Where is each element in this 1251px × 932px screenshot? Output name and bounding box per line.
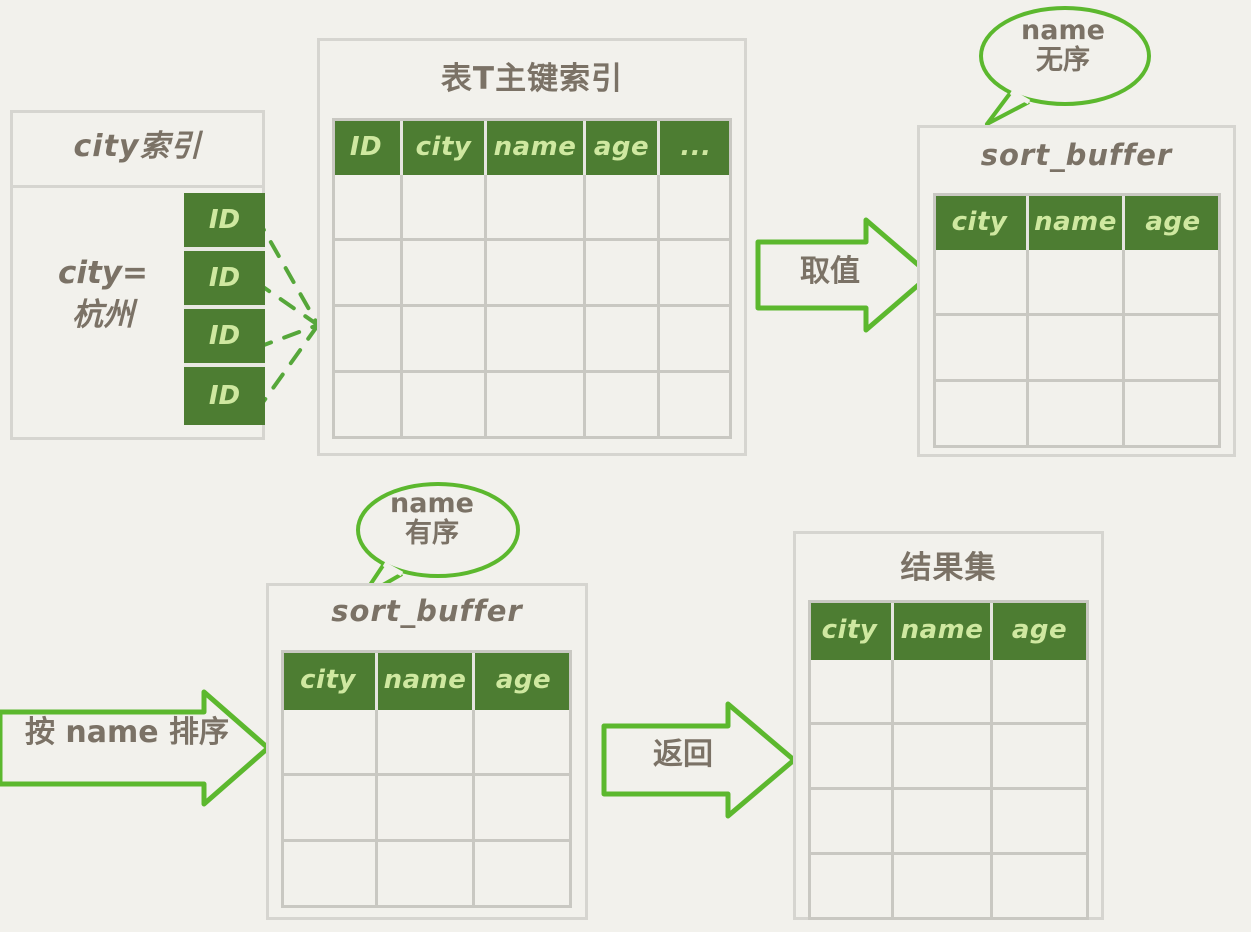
arrow-fetch-label: 取值 xyxy=(800,254,860,289)
result-set-cell xyxy=(808,660,894,725)
callout-name-ordered-text: name 有序 xyxy=(362,488,502,550)
table-t-cell xyxy=(487,307,586,373)
arrow-return xyxy=(600,700,800,820)
id-cell: ID xyxy=(184,309,265,367)
sort-buffer-top-grid: city name age xyxy=(933,193,1221,448)
table-t-cell xyxy=(332,241,403,307)
table-t-cell xyxy=(586,307,660,373)
table-t-cell xyxy=(586,175,660,241)
result-set-cell xyxy=(993,660,1086,725)
city-condition-line1: city= xyxy=(57,255,148,291)
callout-line1: name xyxy=(390,488,474,519)
id-cell: ID xyxy=(184,251,265,309)
arrow-sort-label: 按 name 排序 xyxy=(24,715,230,750)
callout-line2: 无序 xyxy=(1036,45,1090,77)
table-t-cell xyxy=(487,241,586,307)
result-set-cell xyxy=(808,855,894,920)
sort-buffer-bottom-cell xyxy=(378,842,475,908)
result-set-header-cell: city xyxy=(808,600,894,660)
table-t-header-cell: ... xyxy=(660,118,732,175)
sort-buffer-bottom-cell xyxy=(378,776,475,842)
arrow-fetch xyxy=(754,216,934,334)
table-t-cell xyxy=(487,175,586,241)
result-set-title: 结果集 xyxy=(900,550,997,586)
sort-buffer-bottom-cell xyxy=(281,842,378,908)
sort-buffer-bottom-cell xyxy=(281,776,378,842)
result-set-header-cell: age xyxy=(993,600,1086,660)
table-t-cell xyxy=(403,373,487,439)
sort-buffer-top-header-cell: city xyxy=(933,193,1029,250)
arrow-sort-by-name xyxy=(0,688,276,808)
result-set-cell xyxy=(894,725,993,790)
arrow-return-label: 返回 xyxy=(653,737,713,772)
city-index-panel: city索引 city= 杭州 ID ID ID ID xyxy=(10,110,265,440)
sort-buffer-bottom-cell xyxy=(281,710,378,776)
table-t-header-cell: ID xyxy=(332,118,403,175)
result-set-cell xyxy=(894,855,993,920)
callout-line1: name xyxy=(1021,15,1105,46)
table-t-cell xyxy=(487,373,586,439)
city-index-condition: city= 杭州 xyxy=(33,253,173,337)
table-t-cell xyxy=(403,307,487,373)
sort-buffer-top-cell xyxy=(933,250,1029,316)
table-t-grid: ID city name age ... xyxy=(332,118,732,439)
sort-buffer-bottom-cell xyxy=(475,842,572,908)
table-t-cell xyxy=(403,241,487,307)
table-t-cell xyxy=(660,373,732,439)
result-set-cell xyxy=(808,725,894,790)
table-t-cell xyxy=(332,307,403,373)
id-cell: ID xyxy=(184,367,265,425)
result-set-cell xyxy=(993,855,1086,920)
table-t-cell xyxy=(586,241,660,307)
result-set-header-cell: name xyxy=(894,600,993,660)
result-set-cell xyxy=(808,790,894,855)
table-t-cell xyxy=(660,175,732,241)
sort-buffer-top-header-cell: age xyxy=(1125,193,1221,250)
id-cell: ID xyxy=(184,193,265,251)
sort-buffer-bottom-title: sort_buffer xyxy=(331,594,523,628)
callout-name-unordered xyxy=(973,4,1151,129)
table-t-cell xyxy=(660,241,732,307)
table-t-cell xyxy=(332,373,403,439)
table-t-cell xyxy=(403,175,487,241)
sort-buffer-bottom-header-cell: age xyxy=(475,650,572,710)
callout-line2: 有序 xyxy=(405,518,459,550)
table-t-header-cell: name xyxy=(487,118,586,175)
sort-buffer-bottom-cell xyxy=(378,710,475,776)
sort-buffer-bottom-header-cell: city xyxy=(281,650,378,710)
sort-buffer-top-cell xyxy=(933,316,1029,382)
city-condition-line2: 杭州 xyxy=(72,296,134,333)
table-t-header-cell: age xyxy=(586,118,660,175)
table-t-title: 表T主键索引 xyxy=(440,61,624,97)
sort-buffer-top-cell xyxy=(1029,250,1125,316)
sort-buffer-top-title: sort_buffer xyxy=(980,138,1173,172)
sort-buffer-bottom-header-cell: name xyxy=(378,650,475,710)
table-t-header-cell: city xyxy=(403,118,487,175)
sort-buffer-bottom-cell xyxy=(475,776,572,842)
result-set-cell xyxy=(894,790,993,855)
sort-buffer-bottom-cell xyxy=(475,710,572,776)
result-set-grid: city name age xyxy=(808,600,1089,920)
sort-buffer-top-header-cell: name xyxy=(1029,193,1125,250)
result-set-cell xyxy=(993,725,1086,790)
city-index-divider xyxy=(13,185,262,188)
result-set-cell xyxy=(894,660,993,725)
sort-buffer-top-cell xyxy=(1125,382,1221,448)
result-set-cell xyxy=(993,790,1086,855)
table-t-cell xyxy=(586,373,660,439)
sort-buffer-top-cell xyxy=(1125,316,1221,382)
sort-buffer-top-cell xyxy=(1125,250,1221,316)
sort-buffer-top-cell xyxy=(933,382,1029,448)
sort-buffer-top-cell xyxy=(1029,316,1125,382)
sort-buffer-bottom-grid: city name age xyxy=(281,650,572,908)
city-index-title: city索引 xyxy=(73,129,202,164)
city-index-id-column: ID ID ID ID xyxy=(184,193,265,425)
table-t-cell xyxy=(332,175,403,241)
table-t-cell xyxy=(660,307,732,373)
callout-name-unordered-text: name 无序 xyxy=(988,15,1138,77)
sort-buffer-top-cell xyxy=(1029,382,1125,448)
